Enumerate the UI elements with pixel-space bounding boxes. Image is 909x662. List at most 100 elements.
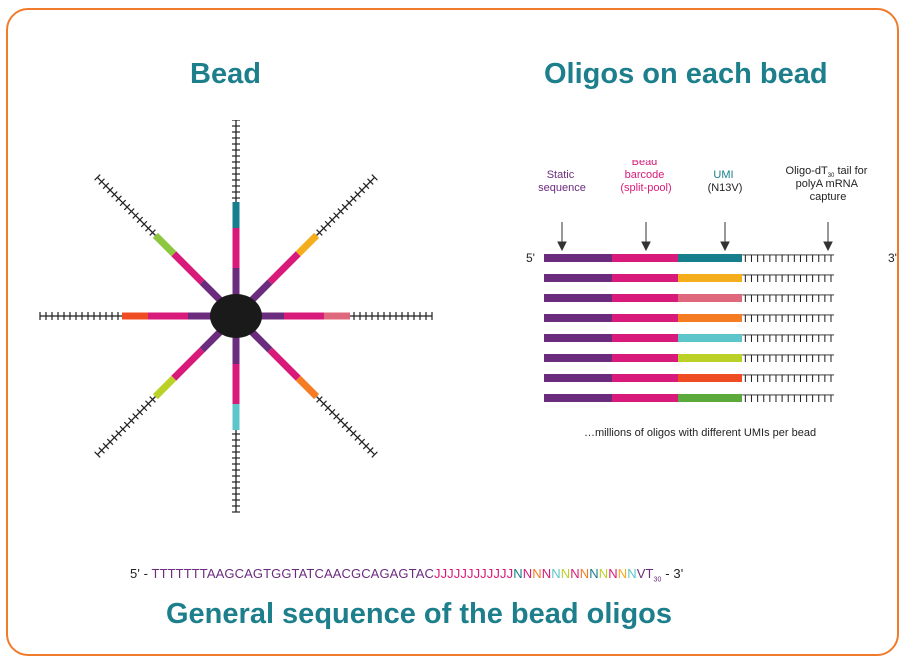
polyt-tick	[345, 425, 353, 433]
arm-static-segment	[199, 327, 225, 353]
row-barcode-segment	[612, 274, 678, 282]
arm-polyt-tail	[96, 396, 156, 456]
seq-prefix: 5' -	[130, 566, 152, 581]
row-static-segment	[544, 374, 612, 382]
polyt-tick	[115, 430, 122, 437]
polyt-tick	[371, 451, 378, 458]
polyt-tick	[316, 229, 323, 236]
label-arrows	[557, 222, 833, 252]
polyt-tick	[358, 186, 366, 194]
polyt-tick	[320, 400, 327, 407]
barcode-label: Bead barcode (split-pool)	[620, 160, 671, 194]
polyt-tick	[337, 208, 344, 215]
bead-title: Bead	[190, 58, 261, 90]
polyt-tick	[149, 229, 156, 236]
general-sequence: 5' - TTTTTTTAAGCAGTGGTATCAACGCAGAGTACJJJ…	[130, 566, 683, 584]
polyt-tick	[350, 430, 357, 437]
polyt-tick	[367, 447, 374, 454]
polyt-tick	[132, 413, 139, 420]
polyt-tick	[341, 203, 349, 211]
polyt-tick	[328, 408, 336, 416]
umi-letter: N	[579, 566, 590, 581]
row-umi-segment	[678, 394, 742, 402]
umi-letter: N	[608, 566, 618, 581]
arm-barcode-segment	[171, 347, 205, 381]
polyt-tick	[94, 451, 101, 458]
row-umi-segment	[678, 314, 742, 322]
umi-letter: N	[617, 566, 628, 581]
polyt-tick	[358, 438, 366, 446]
umi-letter: N	[513, 566, 523, 581]
oligos-title: Oligos on each bead	[544, 58, 828, 90]
polyt-tick	[324, 220, 332, 228]
bead-diagram	[39, 120, 433, 513]
polyt-tick	[354, 434, 361, 441]
polyt-tick	[98, 447, 105, 454]
row-polyt-tail: TTTTTTTTTTTTTTT	[742, 333, 835, 345]
arm-barcode-segment	[267, 251, 301, 285]
bead-arms	[39, 120, 433, 513]
row-static-segment	[544, 394, 612, 402]
row-barcode-segment	[612, 314, 678, 322]
polyt-tick	[367, 178, 374, 185]
polyt-tick	[123, 203, 131, 211]
polyt-tick	[316, 396, 323, 403]
arm-polyt-tail	[316, 176, 376, 236]
umi-letter: N	[532, 566, 542, 581]
polyt-tick	[362, 442, 370, 450]
umi-letter: N	[522, 566, 533, 581]
row-polyt-tail: TTTTTTTTTTTTTTT	[742, 393, 835, 405]
polyt-tick	[94, 174, 101, 181]
umi-letter: N	[551, 566, 561, 581]
row-static-segment	[544, 354, 612, 362]
row-barcode-segment	[612, 354, 678, 362]
umi-letter: N	[560, 566, 571, 581]
bead-core	[210, 294, 262, 338]
polyt-tick	[102, 442, 110, 450]
polyt-tick	[140, 404, 148, 412]
polyt-tick	[333, 212, 340, 219]
row-umi-segment	[678, 354, 742, 362]
polyt-tick	[350, 195, 357, 202]
row-barcode-segment	[612, 334, 678, 342]
arm-static-segment	[199, 279, 225, 305]
umi-letter: N	[541, 566, 552, 581]
arm-barcode-segment	[171, 251, 205, 285]
polyt-tick	[106, 186, 114, 194]
polyt-tick	[371, 174, 378, 181]
polyt-tick	[354, 191, 361, 198]
row-polyt-tail: TTTTTTTTTTTTTTT	[742, 273, 835, 285]
polyt-tick	[362, 182, 370, 190]
polyt-tick	[102, 182, 110, 190]
polyt-tick	[98, 178, 105, 185]
row-static-segment	[544, 314, 612, 322]
static-label: Static sequence	[538, 169, 586, 194]
arm-static-segment	[247, 327, 273, 353]
row-polyt-tail: TTTTTTTTTTTTTTT	[742, 253, 835, 265]
row-static-segment	[544, 274, 612, 282]
umi-letter: N	[570, 566, 580, 581]
arm-umi-segment	[295, 375, 320, 400]
row-umi-segment	[678, 334, 742, 342]
seq-static: TTTTTTTAAGCAGTGGTATCAACGCAGAGTAC	[151, 566, 434, 581]
umi-letter: N	[627, 566, 637, 581]
polyt-tick	[136, 216, 144, 224]
polyt-tick	[328, 216, 336, 224]
oligo-rows: TTTTTTTTTTTTTTT TTTTTTTTTTTTTTT TTTTTTTTTT…	[544, 253, 835, 405]
polyt-tick	[145, 400, 152, 407]
five-prime-label: 5'	[526, 251, 535, 265]
row-umi-segment	[678, 274, 742, 282]
polyt-tick	[119, 425, 127, 433]
polyt-tick	[128, 417, 135, 424]
arm-barcode-segment	[267, 347, 301, 381]
arm-polyt-tail	[316, 396, 376, 456]
umi-letter: N	[589, 566, 599, 581]
tail-label: Oligo-dT30 tail for polyA mRNA capture	[786, 165, 871, 203]
row-barcode-segment	[612, 394, 678, 402]
row-polyt-tail: TTTTTTTTTTTTTTT	[742, 313, 835, 325]
polyt-tick	[123, 421, 131, 429]
arm-umi-segment	[152, 375, 177, 400]
polyt-tick	[149, 396, 156, 403]
row-barcode-segment	[612, 374, 678, 382]
three-prime-label: 3'	[888, 251, 897, 265]
